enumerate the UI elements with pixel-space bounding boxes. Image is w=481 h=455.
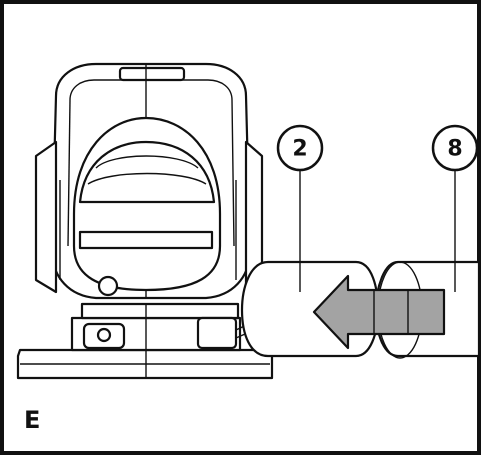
mount-clamp	[70, 302, 291, 352]
callout-8: 8	[431, 124, 479, 172]
direction-arrow	[312, 274, 446, 350]
callout-2: 2	[276, 124, 324, 172]
panel-letter: E	[24, 406, 40, 434]
mount-base-plate	[16, 348, 274, 380]
callout-2-label: 2	[292, 137, 307, 162]
device-lens-assembly	[59, 116, 237, 297]
callout-8-label: 8	[447, 137, 462, 162]
